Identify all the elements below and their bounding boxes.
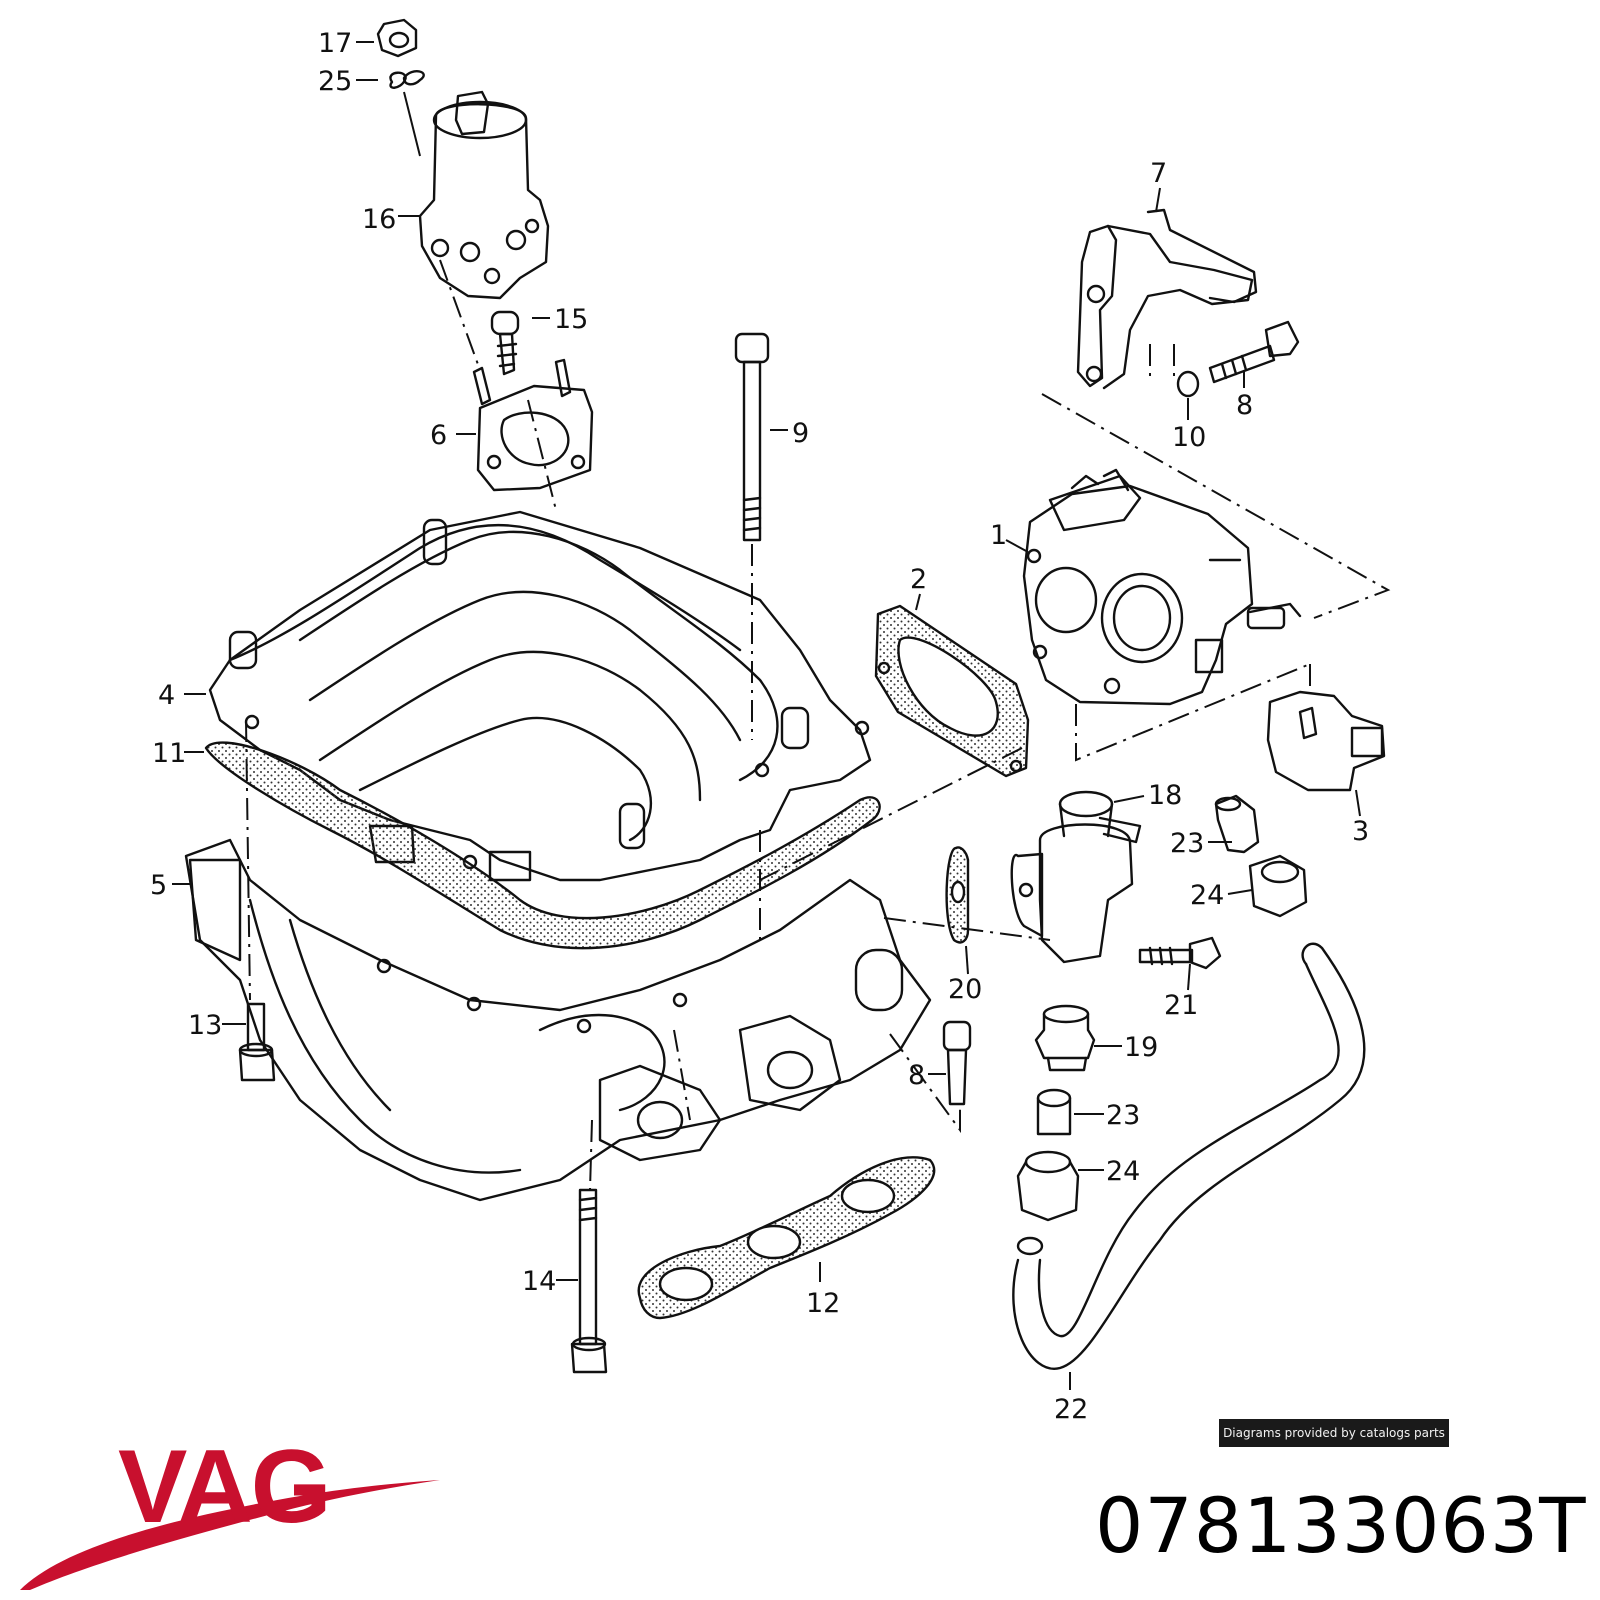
part-12-gasket bbox=[637, 1156, 936, 1320]
part-11-gasket bbox=[204, 741, 881, 950]
callout-12: 12 bbox=[806, 1288, 841, 1319]
callout-8-lower: 8 bbox=[908, 1060, 926, 1091]
callout-4: 4 bbox=[158, 680, 176, 711]
part-8-bolt-upper bbox=[1208, 320, 1300, 384]
part-24-nut-upper bbox=[1248, 854, 1308, 918]
callout-20: 20 bbox=[948, 974, 983, 1005]
part-19-fitting bbox=[1034, 1004, 1096, 1072]
part-23-plug-upper bbox=[1214, 794, 1260, 854]
callout-13: 13 bbox=[188, 1010, 223, 1041]
callout-16: 16 bbox=[362, 204, 397, 235]
callout-21: 21 bbox=[1164, 990, 1199, 1021]
callout-1: 1 bbox=[990, 520, 1008, 551]
part-1-throttle-body bbox=[1022, 468, 1302, 706]
callout-6: 6 bbox=[430, 420, 448, 451]
callout-8-upper: 8 bbox=[1236, 390, 1254, 421]
part-20-gasket bbox=[945, 846, 970, 944]
part-6-flange bbox=[472, 358, 594, 492]
diagram-credit: Diagrams provided by catalogs parts bbox=[1219, 1419, 1449, 1447]
callout-3: 3 bbox=[1352, 816, 1370, 847]
part-22-hose bbox=[1012, 942, 1366, 1370]
part-7-bracket bbox=[1076, 208, 1258, 390]
callout-5: 5 bbox=[150, 870, 168, 901]
part-16-valve bbox=[418, 90, 550, 300]
part-9-stud bbox=[734, 332, 770, 542]
vag-logo: VAG bbox=[118, 1429, 332, 1545]
callout-24-upper: 24 bbox=[1190, 880, 1225, 911]
part-3-sensor bbox=[1266, 690, 1386, 792]
part-18-valve bbox=[1010, 790, 1142, 964]
callout-10: 10 bbox=[1172, 422, 1207, 453]
part-8-bolt-lower bbox=[942, 1020, 972, 1106]
part-13-bolt bbox=[238, 1002, 276, 1082]
part-10-washer bbox=[1176, 370, 1200, 398]
callout-2: 2 bbox=[910, 564, 928, 595]
part-17-nut bbox=[376, 18, 418, 58]
callout-18: 18 bbox=[1148, 780, 1183, 811]
callout-23-upper: 23 bbox=[1170, 828, 1205, 859]
part-21-bolt bbox=[1138, 936, 1222, 970]
callout-25: 25 bbox=[318, 66, 353, 97]
callout-24-lower: 24 bbox=[1106, 1156, 1141, 1187]
callout-17: 17 bbox=[318, 28, 353, 59]
part-15-bolt bbox=[490, 310, 520, 376]
callout-14: 14 bbox=[522, 1266, 557, 1297]
callout-11: 11 bbox=[152, 738, 187, 769]
part-4-upper-manifold bbox=[208, 510, 872, 882]
part-24-nut-lower bbox=[1016, 1150, 1080, 1222]
part-number: 078133063T bbox=[1095, 1481, 1587, 1570]
callout-7: 7 bbox=[1150, 158, 1168, 189]
callout-22: 22 bbox=[1054, 1394, 1089, 1425]
callout-9: 9 bbox=[792, 418, 810, 449]
part-25-oring bbox=[389, 70, 425, 89]
part-5-lower-manifold bbox=[184, 838, 932, 1202]
part-2-gasket bbox=[874, 604, 1030, 778]
part-23-plug-lower bbox=[1036, 1088, 1072, 1136]
callout-15: 15 bbox=[554, 304, 589, 335]
callout-23-lower: 23 bbox=[1106, 1100, 1141, 1131]
callout-19: 19 bbox=[1124, 1032, 1159, 1063]
